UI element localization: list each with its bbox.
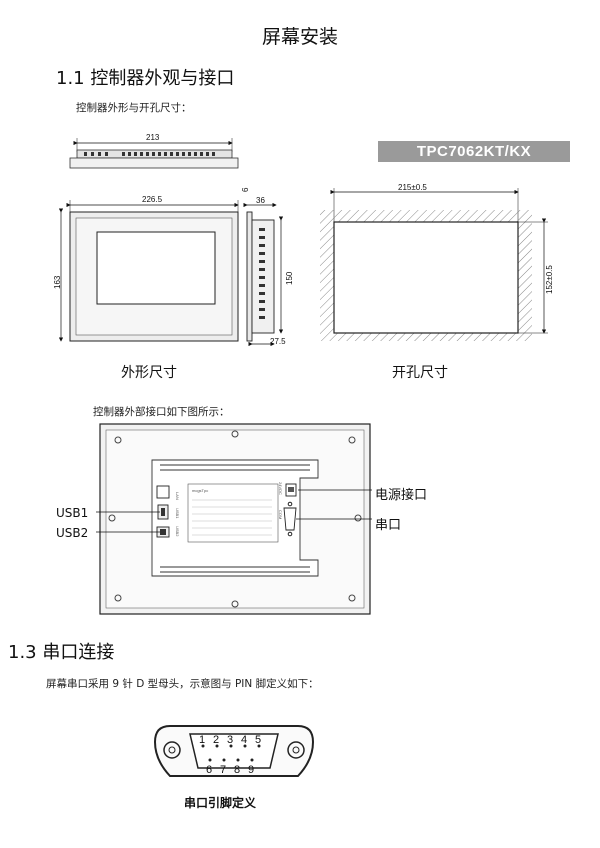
port-usb1-label: USB1 [175, 508, 180, 519]
dim-cut-width: 215±0.5 [398, 183, 427, 192]
serial-intro: 屏幕串口采用 9 针 D 型母头，示意图与 PIN 脚定义如下： [46, 678, 319, 690]
interface-intro: 控制器外部接口如下图所示： [93, 406, 230, 418]
section-heading-1-3: 1.3 串口连接 [8, 642, 115, 663]
usb1-label: USB1 [56, 506, 89, 520]
page-title: 屏幕安装 [261, 26, 338, 48]
cutout-caption: 开孔尺寸 [392, 365, 448, 381]
pin-7: 7 [220, 764, 226, 776]
power-port-label: 电源接口 [375, 488, 428, 503]
dim-side-height: 150 [285, 271, 294, 285]
model-banner: TPC7062KT/KX [378, 141, 570, 162]
pin-9: 9 [248, 764, 254, 776]
pin-2: 2 [213, 734, 219, 746]
rear-view: mcgsTpc LAN USB1 USB2 24VDC COM [96, 423, 372, 615]
dim-side-small: 6 [241, 187, 250, 192]
dim-front-width: 226.5 [142, 195, 163, 204]
brand-logo: mcgsTpc [192, 488, 208, 493]
db9-connector: 1 2 3 4 5 6 7 8 9 [153, 725, 315, 777]
dim-side-depth: 36 [256, 196, 265, 205]
section-heading-1-1: 1.1 控制器外观与接口 [56, 68, 235, 89]
dim-side-bottom: 27.5 [270, 337, 286, 346]
usb2-label: USB2 [56, 526, 89, 540]
port-power-label: 24VDC [278, 482, 283, 495]
pin-3: 3 [227, 734, 233, 746]
port-com-label: COM [278, 510, 283, 519]
dimension-intro: 控制器外形与开孔尺寸： [76, 102, 192, 114]
port-lan-label: LAN [175, 492, 180, 500]
top-view: 213 [69, 133, 239, 169]
dim-top-width: 213 [146, 133, 160, 142]
pin-6: 6 [206, 764, 212, 776]
serial-pin-caption: 串口引脚定义 [184, 796, 257, 810]
cutout-view: 215±0.5 152±0.5 [320, 183, 554, 341]
pin-4: 4 [241, 734, 247, 746]
outline-caption: 外形尺寸 [121, 365, 177, 381]
pin-5: 5 [255, 734, 261, 746]
dim-front-height: 163 [53, 275, 62, 289]
serial-port-label: 串口 [375, 518, 402, 533]
front-view: 226.5 163 [53, 195, 239, 342]
side-view: 36 6 150 27.5 [241, 187, 294, 347]
port-usb2-label: USB2 [175, 526, 180, 537]
pin-8: 8 [234, 764, 240, 776]
dim-cut-height: 152±0.5 [545, 265, 554, 294]
pin-1: 1 [199, 734, 205, 746]
